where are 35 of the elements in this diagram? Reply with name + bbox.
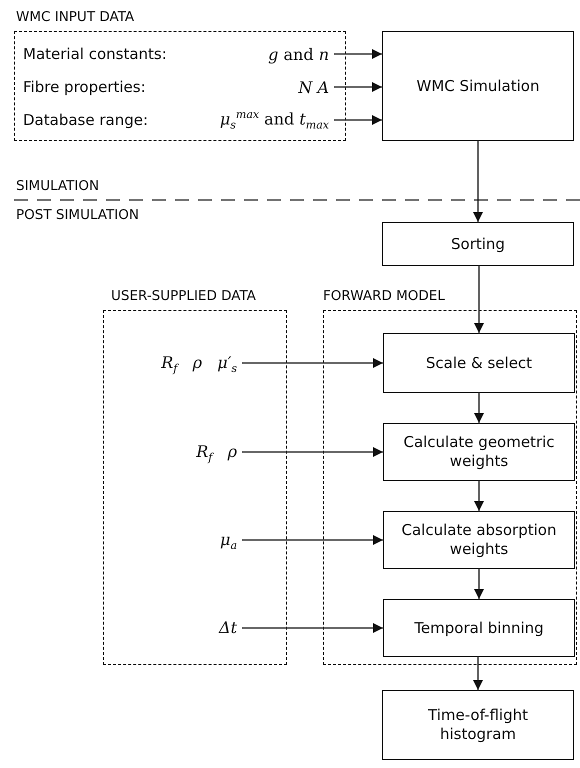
- parameter-symbols: Δt: [119, 616, 237, 640]
- arrow: [242, 447, 383, 457]
- process-box: Calculate absorption weights: [383, 511, 575, 569]
- process-box: Sorting: [382, 222, 574, 266]
- arrow: [334, 49, 382, 59]
- parameter-symbols: R$_{f}$ ρ: [119, 440, 237, 464]
- arrow: [473, 141, 483, 222]
- input-label: Fibre properties:: [23, 78, 146, 96]
- arrow: [334, 115, 382, 125]
- arrow: [474, 569, 484, 599]
- arrow: [334, 82, 382, 92]
- process-box: Temporal binning: [383, 599, 575, 657]
- input-label: Database range:: [23, 111, 148, 129]
- group-heading: USER-SUPPLIED DATA: [111, 288, 256, 304]
- process-box: Time-of-flight histogram: [382, 690, 574, 760]
- section-label: SIMULATION: [16, 178, 100, 194]
- process-box: WMC Simulation: [382, 31, 574, 141]
- section-label: POST SIMULATION: [16, 207, 139, 223]
- parameter-symbols: μ$_{a}$: [119, 528, 237, 552]
- parameter-symbols: g and n: [268, 44, 329, 64]
- group-heading: FORWARD MODEL: [323, 288, 445, 304]
- arrow: [242, 358, 383, 368]
- parameter-symbols: N A: [298, 78, 329, 96]
- process-box: Calculate geometric weights: [383, 423, 575, 481]
- parameter-symbols: μ$_{s}$$^{max}$ and t$_{max}$: [220, 108, 329, 132]
- arrow: [474, 393, 484, 423]
- arrow: [473, 657, 483, 690]
- process-box: Scale & select: [383, 333, 575, 393]
- parameter-symbols: R$_{f}$ ρ μ′$_{s}$: [119, 351, 237, 375]
- input-label: Material constants:: [23, 45, 167, 63]
- arrow: [474, 266, 484, 333]
- arrow: [474, 481, 484, 511]
- group-heading: WMC INPUT DATA: [16, 9, 134, 25]
- arrow: [242, 535, 383, 545]
- arrow: [242, 623, 383, 633]
